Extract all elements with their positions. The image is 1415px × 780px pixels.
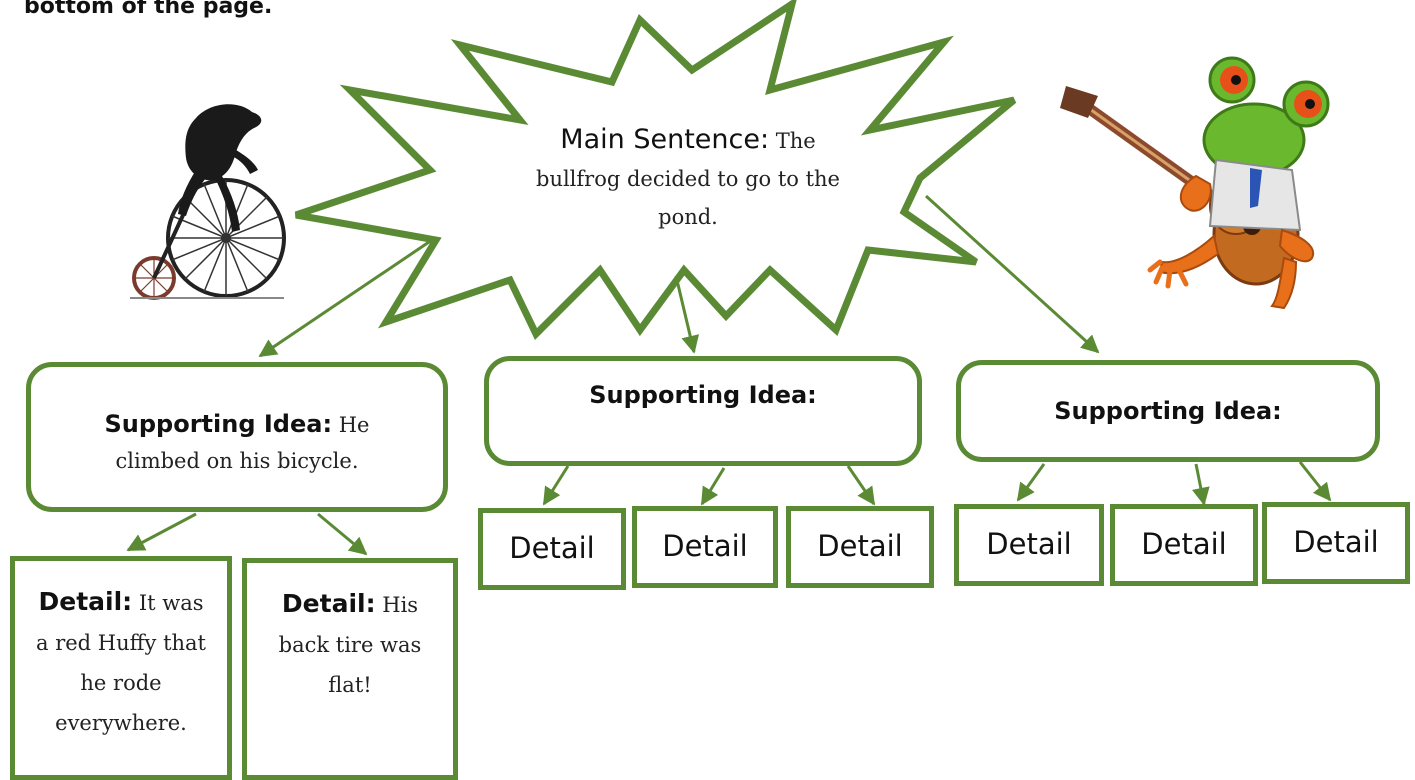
detail-label: Detail xyxy=(1293,525,1379,559)
arrow-middle-detail-2 xyxy=(700,467,726,506)
detail-label: Detail: xyxy=(38,587,133,616)
arrow-left-detail-2 xyxy=(317,512,368,556)
arrow-middle-detail-3 xyxy=(846,465,876,506)
supporting-idea-box-middle: Supporting Idea: xyxy=(484,356,922,466)
detail-label: Detail xyxy=(662,529,748,563)
arrow-right-detail-1 xyxy=(1016,463,1046,502)
detail-label: Detail: xyxy=(281,589,376,618)
penny-farthing-frog-icon xyxy=(130,104,286,300)
supporting-idea-box-left: Supporting Idea: He climbed on his bicyc… xyxy=(26,362,448,512)
detail-box-right-1: Detail xyxy=(954,504,1104,586)
detail-box-right-3: Detail xyxy=(1262,502,1410,584)
main-sentence-text: Main Sentence: The bullfrog decided to g… xyxy=(528,122,848,237)
supporting-idea-label: Supporting Idea: xyxy=(1054,397,1282,425)
main-sentence-content: The bullfrog decided to go to the pond. xyxy=(536,129,840,229)
detail-label: Detail xyxy=(817,529,903,563)
supporting-idea-label: Supporting Idea: xyxy=(589,381,817,409)
arrow-middle-detail-1 xyxy=(542,465,570,506)
arrow-right-detail-3 xyxy=(1298,461,1332,502)
detail-box-middle-1: Detail xyxy=(478,508,626,590)
supporting-idea-box-right: Supporting Idea: xyxy=(956,360,1380,462)
detail-box-right-2: Detail xyxy=(1110,504,1258,586)
detail-text: It was a red Huffy that he rode everywhe… xyxy=(36,591,206,735)
detail-box-middle-2: Detail xyxy=(632,506,778,588)
supporting-idea-text: He climbed on his bicycle. xyxy=(115,413,370,473)
arrow-main-to-support-right xyxy=(924,194,1100,354)
detail-label: Detail xyxy=(1141,527,1227,561)
detail-box-left-1: Detail: It was a red Huffy that he rode … xyxy=(10,556,232,780)
detail-text: His back tire was flat! xyxy=(278,593,422,697)
arrow-right-detail-2 xyxy=(1191,463,1210,506)
instruction-text-fragment: bottom of the page. xyxy=(24,0,273,19)
main-sentence-label: Main Sentence: xyxy=(560,124,770,155)
detail-box-middle-3: Detail xyxy=(786,506,934,588)
detail-label: Detail xyxy=(509,531,595,565)
arrow-left-detail-1 xyxy=(126,512,197,552)
arrow-main-to-support-left xyxy=(258,238,433,358)
detail-box-left-2: Detail: His back tire was flat! xyxy=(242,558,458,780)
main-sentence-starburst xyxy=(294,0,1017,340)
arrow-main-to-support-middle xyxy=(674,275,700,354)
detail-label: Detail xyxy=(986,527,1072,561)
guitar-frog-icon xyxy=(1060,56,1330,310)
supporting-idea-label: Supporting Idea: xyxy=(104,410,333,438)
